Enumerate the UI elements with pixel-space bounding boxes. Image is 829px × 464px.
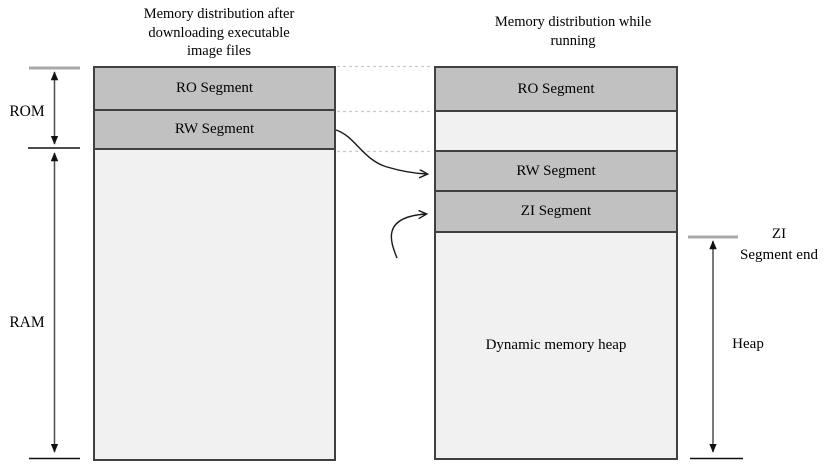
right-title-line-2: running — [550, 32, 596, 49]
left-title-line-3: image files — [186, 43, 252, 59]
ro-segment-download-label: RO Segment — [175, 80, 254, 96]
ram-label: RAM — [9, 314, 45, 331]
zi-segment-end-line-2: Segment end — [740, 247, 818, 263]
rw-segment-running: RW Segment — [436, 152, 676, 192]
dynamic-memory-heap: Dynamic memory heap — [436, 233, 676, 458]
left-column-title: Memory distribution after downloading ex… — [97, 5, 341, 61]
rw-segment-download: RW Segment — [95, 111, 334, 150]
left-title-line-2: downloading executable — [148, 24, 290, 41]
segment-gap — [436, 112, 676, 152]
right-title-line-1: Memory distribution while — [494, 14, 652, 30]
zi-segment-end-label: ZI Segment end — [733, 224, 825, 266]
ro-segment-running-label: RO Segment — [517, 80, 595, 97]
left-title-line-1: Memory distribution after — [143, 6, 295, 22]
ro-segment-download: RO Segment — [95, 68, 334, 111]
heap-label: Heap — [732, 336, 764, 352]
memory-column-download: RO Segment RW Segment — [93, 66, 336, 461]
rom-label: ROM — [9, 103, 45, 120]
ram-empty-area — [95, 150, 334, 459]
ro-segment-running: RO Segment — [436, 68, 676, 112]
rw-segment-download-label: RW Segment — [174, 121, 255, 137]
rw-segment-running-label: RW Segment — [516, 162, 596, 179]
zi-segment-running-label: ZI Segment — [520, 203, 592, 219]
rw-mapping-arrow-icon — [335, 129, 427, 174]
dynamic-memory-heap-label: Dynamic memory heap — [485, 337, 627, 353]
right-column-title: Memory distribution while running — [453, 13, 693, 50]
zi-segment-running: ZI Segment — [436, 192, 676, 233]
zi-mapping-arrow-icon — [390, 214, 426, 259]
memory-column-running: RO Segment RW Segment ZI Segment Dynamic… — [434, 66, 678, 460]
zi-segment-end-line-1: ZI — [771, 226, 787, 242]
